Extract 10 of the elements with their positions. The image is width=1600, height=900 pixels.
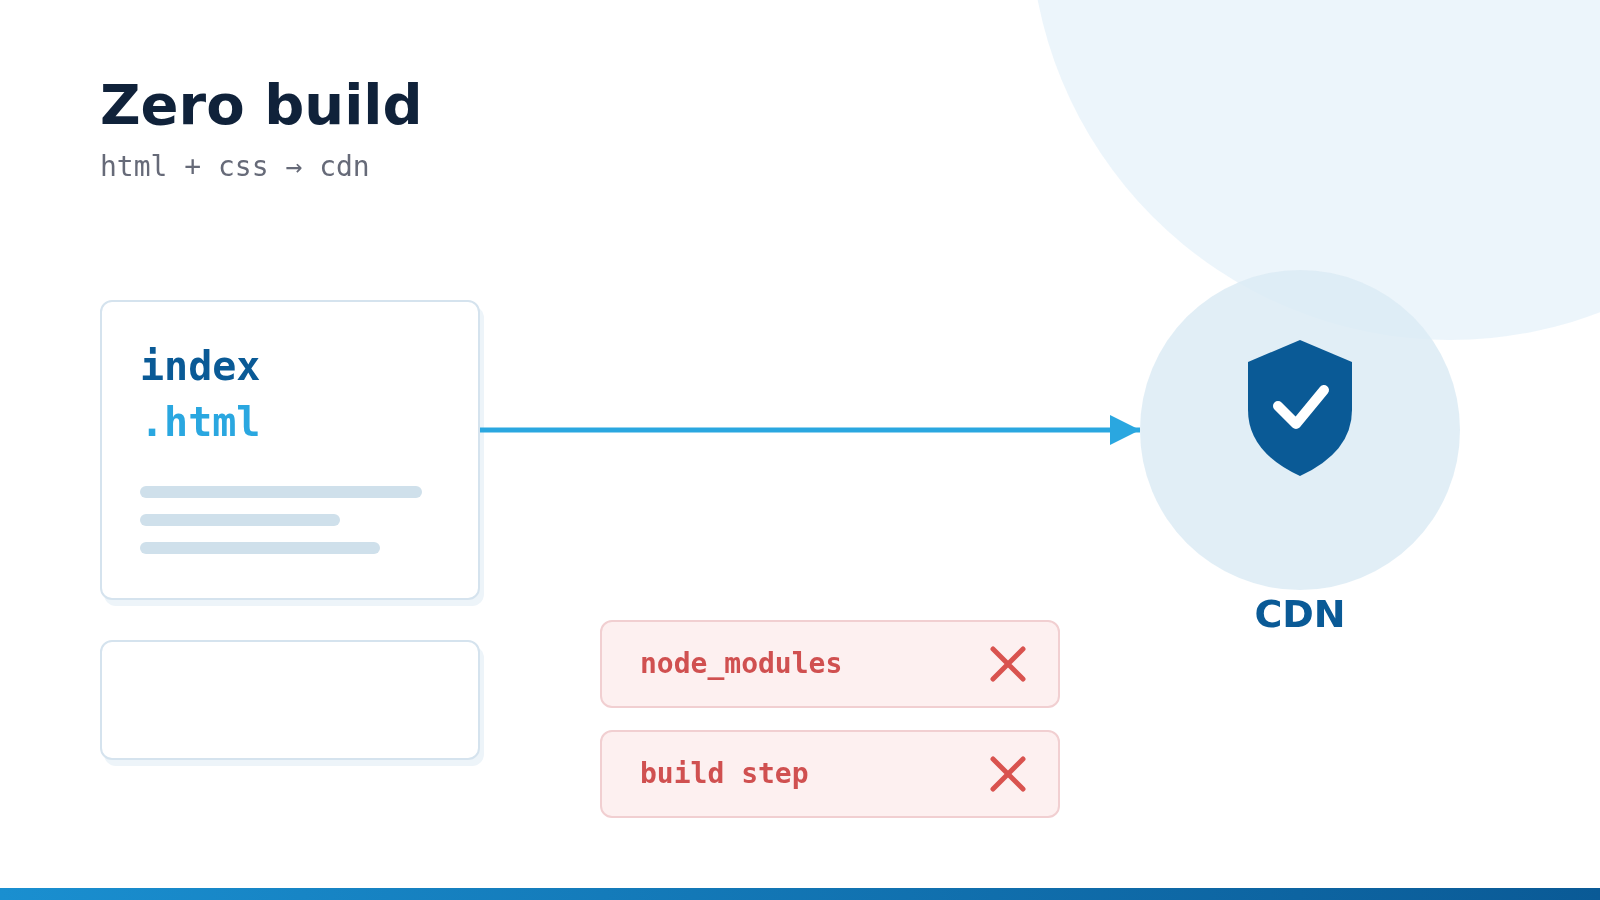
rejected-item-box [600, 730, 1060, 818]
subtitle: html + css → cdn [100, 150, 370, 183]
rejected-item-box [600, 620, 1060, 708]
item-name: build step [640, 756, 809, 792]
title: Zero build [100, 72, 423, 137]
item-name: node_modules [640, 646, 843, 682]
node-label: CDN [1253, 592, 1347, 636]
file-name: index [140, 342, 261, 390]
file-name: .html [140, 398, 261, 446]
arrow [480, 415, 1140, 445]
